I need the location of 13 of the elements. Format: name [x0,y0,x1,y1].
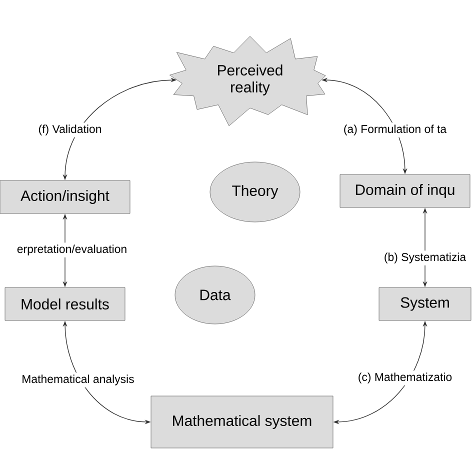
ellipse-node: Data [174,266,256,324]
edge-label: (b) Systematizia [382,250,468,266]
process-box: System [378,287,472,321]
edge-label: (c) Mathematizatio [356,370,454,386]
process-box: Mathematical system [150,396,334,448]
edge-label: erpretation/evaluation [14,242,130,258]
edge-label: Mathematical analysis [20,372,136,388]
ellipse-node: Theory [210,162,300,222]
process-box: Action/insight [0,180,130,214]
process-box: Model results [4,287,126,321]
edge-label: (f) Validation [36,122,104,138]
edge-label: (a) Formulation of ta [341,122,449,138]
process-box: Domain of inqu [340,174,470,208]
